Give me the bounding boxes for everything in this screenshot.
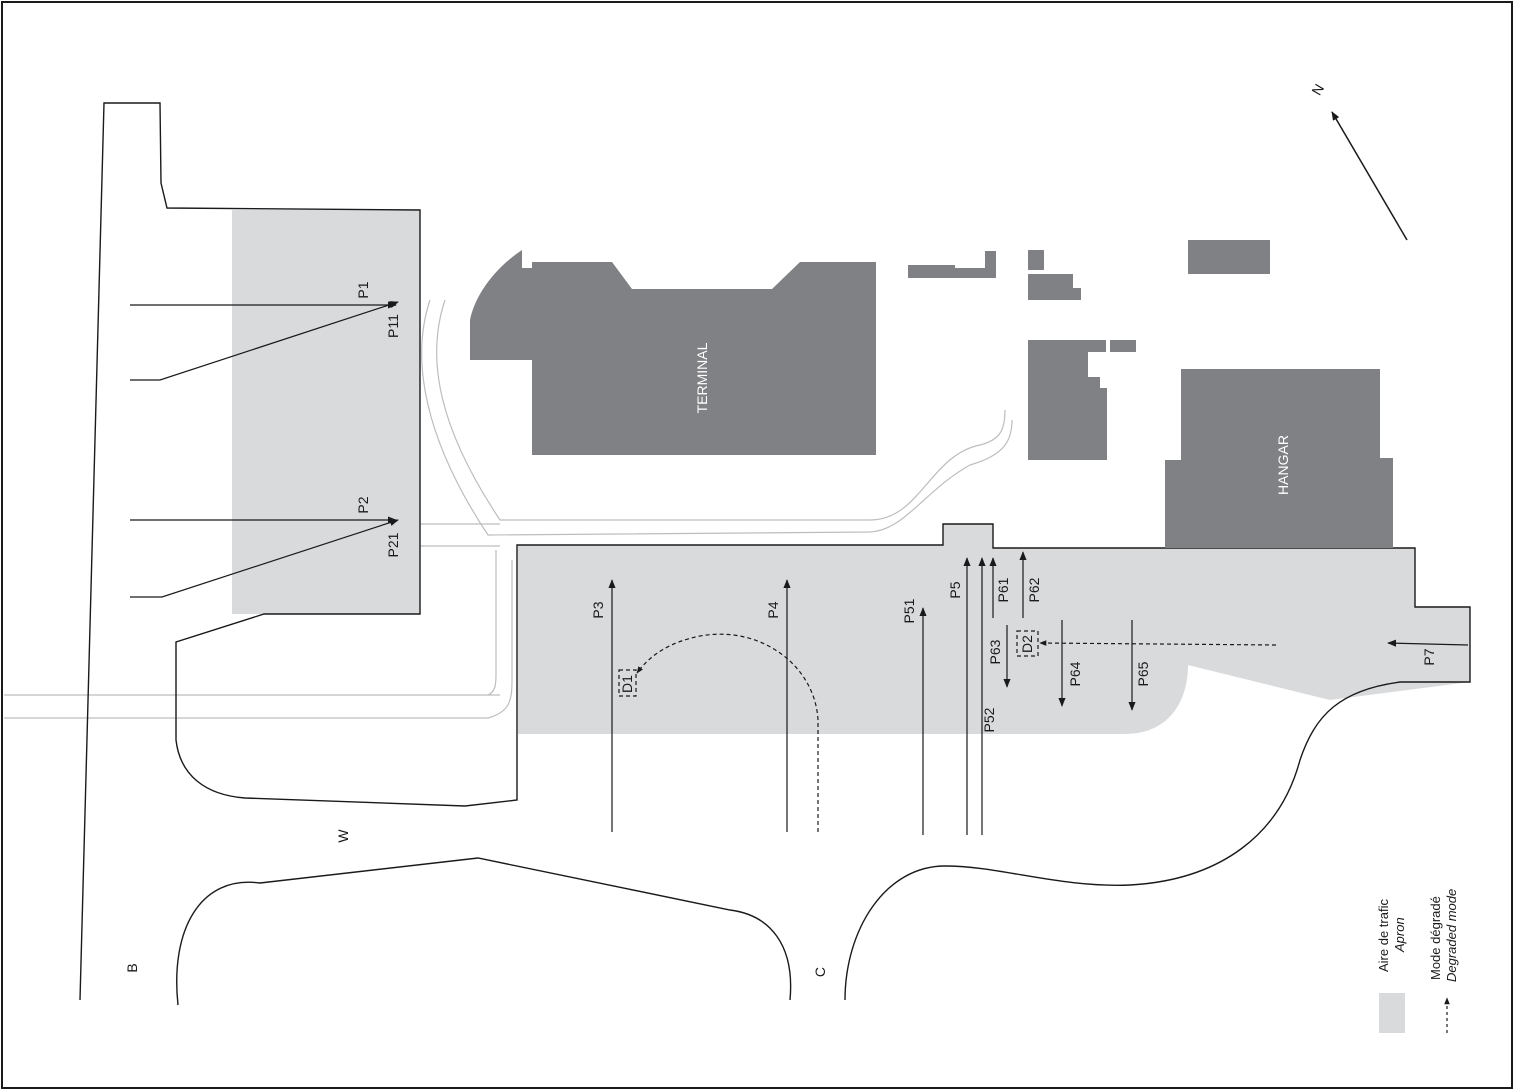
label-p3: P3 <box>590 601 606 618</box>
north-label: N <box>1308 81 1327 98</box>
degraded-box-d2 <box>1016 630 1039 657</box>
taxiway-c-outline <box>176 857 792 1006</box>
degraded-path-d2 <box>1039 640 1277 646</box>
label-d1: D1 <box>619 675 635 693</box>
label-p21: P21 <box>385 532 401 557</box>
degraded-paths <box>618 630 1277 832</box>
apron-west <box>232 210 420 614</box>
label-p61: P61 <box>995 577 1011 602</box>
legend-apron-en: Apron <box>1392 917 1407 953</box>
building-middle <box>1028 340 1107 460</box>
arrow-p11 <box>130 301 399 381</box>
degraded-box-d1 <box>618 669 637 697</box>
building-small-5 <box>1110 340 1136 352</box>
road-west-3 <box>487 550 497 696</box>
legend-degraded-fr: Mode dégradé <box>1428 896 1443 980</box>
hangar-label: HANGAR <box>1275 435 1291 495</box>
label-p63: P63 <box>987 639 1003 664</box>
building-small-4 <box>1188 240 1270 274</box>
north-arrow-icon <box>1331 111 1408 241</box>
building-small-2 <box>1028 250 1044 270</box>
stand-labels: P1 P11 P2 P21 P3 P4 P51 P5 P52 P61 P62 P… <box>355 281 1437 732</box>
label-p52: P52 <box>981 707 997 732</box>
label-p2: P2 <box>355 496 371 513</box>
label-p4: P4 <box>765 601 781 618</box>
stand-arrows <box>130 301 1469 835</box>
taxiway-b-label: B <box>124 963 140 972</box>
taxiway-w-label: W <box>335 829 351 843</box>
label-p7: P7 <box>1421 648 1437 665</box>
label-p11: P11 <box>385 314 401 338</box>
legend: Aire de trafic Apron Mode dégradé Degrad… <box>1376 889 1459 1033</box>
road-upper <box>436 299 1006 521</box>
legend-degraded-en: Degraded mode <box>1444 889 1459 982</box>
building-small-3 <box>1028 274 1081 300</box>
arrow-p21 <box>130 519 399 598</box>
north-arrow: N <box>1308 81 1408 241</box>
label-p64: P64 <box>1067 661 1083 686</box>
arrow-p7 <box>1387 639 1469 647</box>
degraded-path-d1 <box>636 633 819 832</box>
pavement-outlines <box>79 102 1471 1006</box>
taxiway-c-label: C <box>812 967 828 977</box>
apron-areas <box>232 210 1470 734</box>
taxiway-b-outline <box>79 102 1471 1001</box>
label-p51: P51 <box>901 598 917 623</box>
buildings <box>470 240 1393 548</box>
terminal-building <box>470 250 876 455</box>
label-d2: D2 <box>1019 635 1035 653</box>
legend-apron-swatch <box>1379 993 1405 1033</box>
road-lower <box>421 299 1013 536</box>
hangar-building <box>1165 369 1393 548</box>
label-p62: P62 <box>1026 577 1042 602</box>
service-roads <box>4 299 1013 719</box>
label-p5: P5 <box>947 581 963 598</box>
label-p65: P65 <box>1135 661 1151 686</box>
apron-south <box>518 524 1470 734</box>
terminal-label: TERMINAL <box>694 342 710 413</box>
legend-apron-fr: Aire de trafic <box>1376 899 1391 972</box>
label-p1: P1 <box>355 281 371 298</box>
building-small-1 <box>908 251 996 278</box>
road-west-2 <box>4 560 513 719</box>
